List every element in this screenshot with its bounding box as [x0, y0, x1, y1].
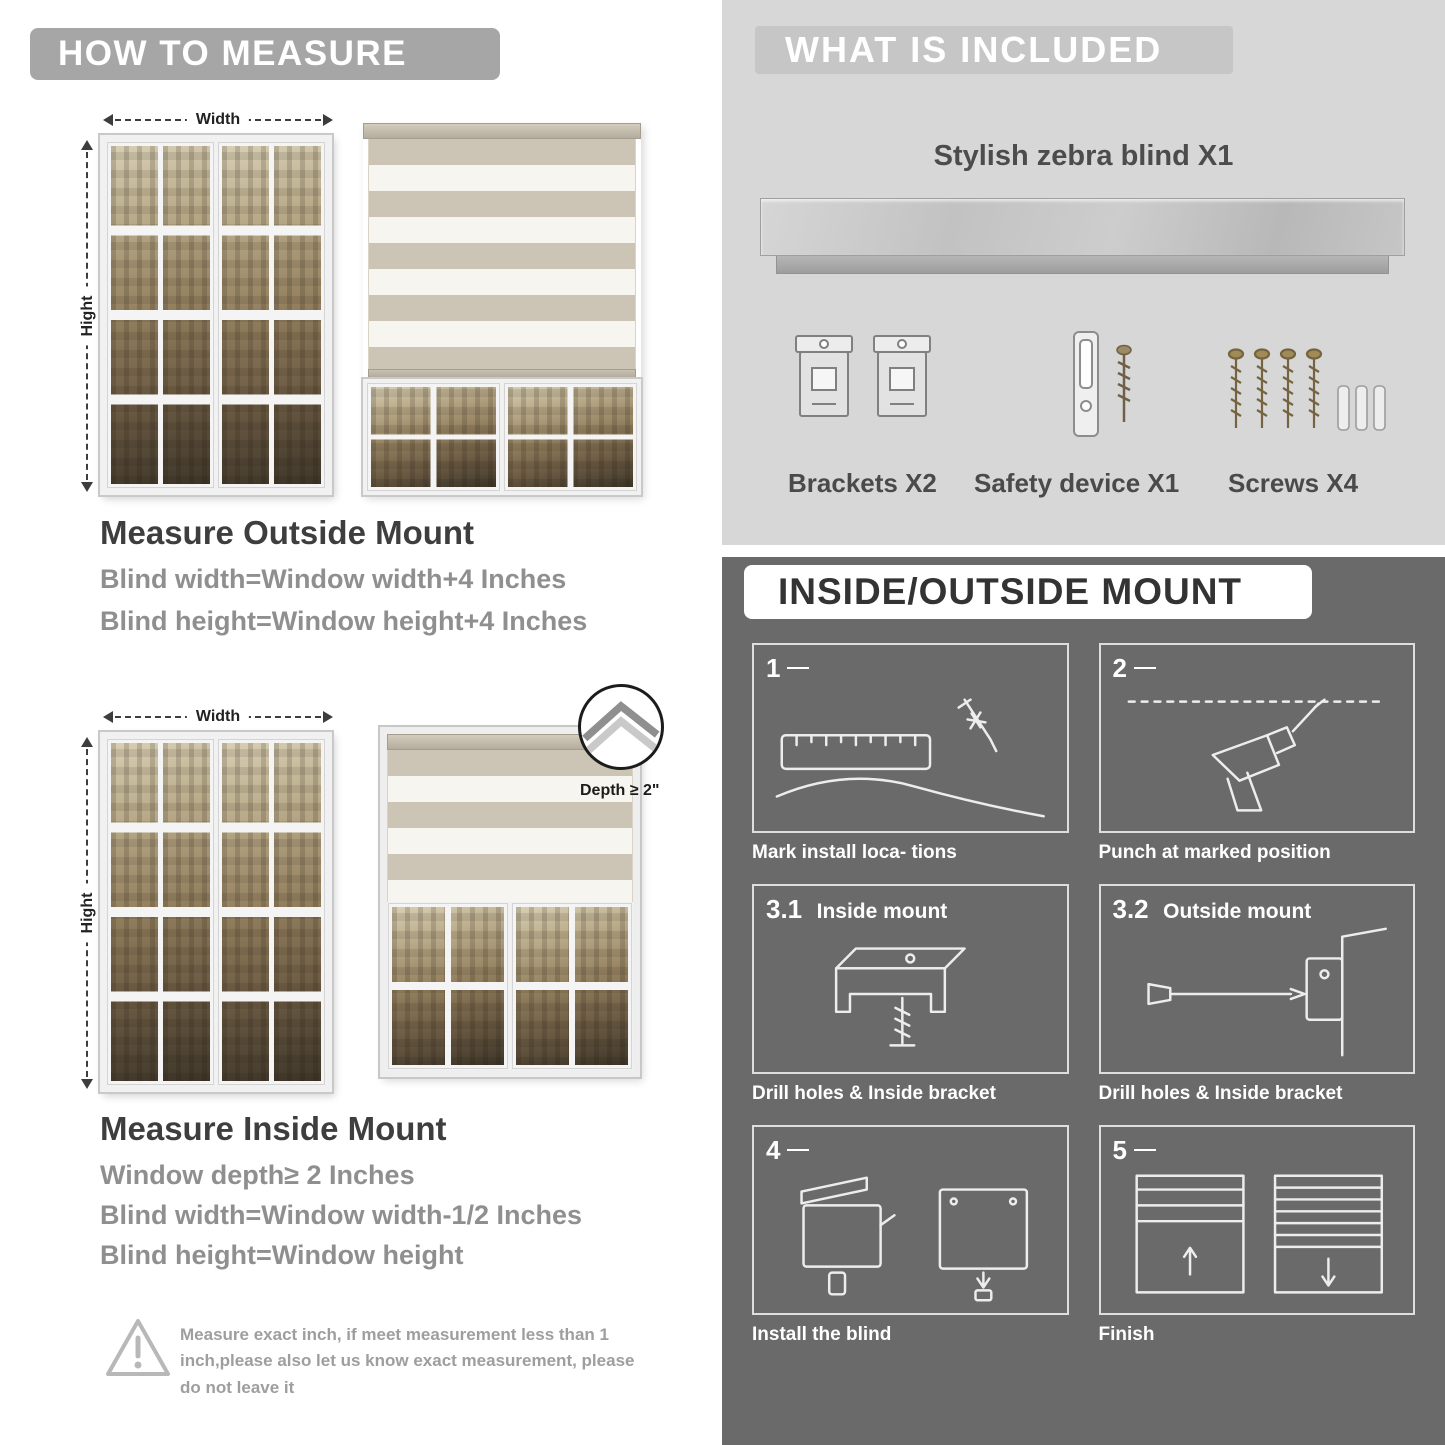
step-title: Outside mount	[1163, 900, 1312, 923]
step-number: 2	[1112, 653, 1127, 683]
window-sash	[389, 904, 507, 1068]
warning-icon	[106, 1319, 170, 1376]
finished-blind-icon	[1134, 1174, 1383, 1294]
blind-stripes	[368, 139, 636, 369]
outside-mount-title: Measure Outside Mount	[100, 514, 475, 551]
window-sash	[219, 740, 324, 1084]
step-caption: Drill holes & Inside bracket	[752, 1083, 996, 1104]
window-sash	[108, 143, 213, 487]
step-caption: Install the blind	[752, 1324, 892, 1345]
step-4-art	[762, 1167, 1059, 1307]
brackets-icon	[795, 335, 931, 417]
inside-mount-line-3: Blind height=Window height	[100, 1240, 464, 1270]
step-caption: Punch at marked position	[1098, 842, 1331, 863]
outside-mount-line-2: Blind height=Window height+4 Inches	[100, 606, 588, 636]
measure-mark-icon	[775, 698, 1045, 818]
step-2-art	[1109, 685, 1406, 825]
blind-headrail-lip	[776, 256, 1389, 274]
inside-mount-line-2: Blind width=Window width-1/2 Inches	[100, 1200, 583, 1230]
mount-panel: INSIDE/OUTSIDE MOUNT 1	[722, 557, 1445, 1445]
outside-bracket-drill-icon	[1146, 927, 1387, 1057]
step-5: 5	[1098, 1125, 1415, 1346]
width-label: Width	[186, 708, 250, 727]
window-illustration-inside	[100, 732, 332, 1092]
zebra-blind-outside-illustration	[363, 123, 641, 495]
step-number-tick	[1133, 1149, 1156, 1151]
drill-icon	[1127, 698, 1387, 812]
window-illustration-outside	[100, 135, 332, 495]
step-number-tick	[787, 667, 810, 669]
width-arrow-inside: Width	[103, 708, 333, 727]
height-label: Hight	[79, 286, 97, 346]
screws-label: Screws X4	[1228, 468, 1359, 498]
zebra-blind-inside-illustration	[380, 727, 640, 1077]
step-5-art	[1109, 1167, 1406, 1307]
blind-headrail	[363, 123, 641, 139]
window-sash	[513, 904, 631, 1068]
step-number: 3.1	[766, 894, 803, 924]
window-sash	[108, 740, 213, 1084]
step-1: 1	[752, 643, 1069, 864]
window-lower-part	[363, 379, 641, 495]
step-3-1-art	[762, 926, 1059, 1066]
inside-mount-title: Measure Inside Mount	[100, 1110, 447, 1147]
blind-bottomrail	[368, 369, 636, 379]
screws-icon	[1227, 348, 1386, 431]
blind-headrail-illustration	[760, 198, 1405, 256]
window-sash	[505, 384, 636, 490]
step-number-tick	[1133, 667, 1156, 669]
step-number: 1	[766, 653, 781, 683]
step-4: 4	[752, 1125, 1069, 1346]
window-corner-icon	[582, 701, 660, 757]
safety-device-label: Safety device X1	[974, 468, 1180, 498]
width-label: Width	[186, 111, 250, 130]
step-caption: Finish	[1098, 1324, 1155, 1345]
step-1-box: 1	[752, 643, 1069, 833]
height-label: Hight	[79, 883, 97, 943]
mount-steps-grid: 1	[752, 643, 1415, 1346]
step-title: Inside mount	[816, 900, 948, 923]
step-3-2: 3.2 Outside mount	[1098, 884, 1415, 1105]
depth-label: Depth ≥ 2"	[580, 782, 660, 799]
product-name: Stylish zebra blind X1	[933, 140, 1234, 172]
width-arrow-outside: Width	[103, 111, 333, 130]
height-arrow-outside: Hight	[79, 140, 97, 492]
inside-mount-line-1: Window depth≥ 2 Inches	[100, 1160, 415, 1190]
step-number: 4	[766, 1135, 781, 1165]
depth-detail-circle	[578, 684, 664, 770]
mount-header: INSIDE/OUTSIDE MOUNT	[744, 565, 1312, 619]
height-arrow-inside: Hight	[79, 737, 97, 1089]
how-to-measure-header: HOW TO MEASURE	[30, 28, 500, 80]
blind-stripes	[387, 750, 633, 902]
step-3-1-box: 3.1 Inside mount	[752, 884, 1069, 1074]
step-2: 2	[1098, 643, 1415, 864]
step-caption: Drill holes & Inside bracket	[1098, 1083, 1343, 1104]
what-is-included-header: WHAT IS INCLUDED	[755, 26, 1233, 74]
step-caption: Mark install loca- tions	[752, 842, 957, 863]
step-3-1: 3.1 Inside mount	[752, 884, 1069, 1105]
what-is-included-panel: WHAT IS INCLUDED Stylish zebra blind X1	[722, 0, 1445, 545]
step-number-tick	[787, 1149, 810, 1151]
step-4-box: 4	[752, 1125, 1069, 1315]
step-2-box: 2	[1098, 643, 1415, 833]
step-number: 3.2	[1112, 894, 1149, 924]
warning-text: Measure exact inch, if meet measurement …	[180, 1325, 635, 1397]
window-sash	[219, 143, 324, 487]
install-blind-icon	[800, 1176, 1029, 1302]
window-sash	[368, 384, 499, 490]
step-5-box: 5	[1098, 1125, 1415, 1315]
step-3-2-art	[1109, 926, 1406, 1066]
brackets-label: Brackets X2	[788, 468, 937, 498]
outside-mount-line-1: Blind width=Window width+4 Inches	[100, 564, 567, 594]
inside-bracket-screw-icon	[834, 947, 966, 1047]
safety-device-icon	[1073, 331, 1132, 437]
step-1-art	[762, 685, 1059, 825]
step-3-2-box: 3.2 Outside mount	[1098, 884, 1415, 1074]
step-number: 5	[1112, 1135, 1127, 1165]
window-lower-part	[387, 902, 633, 1070]
